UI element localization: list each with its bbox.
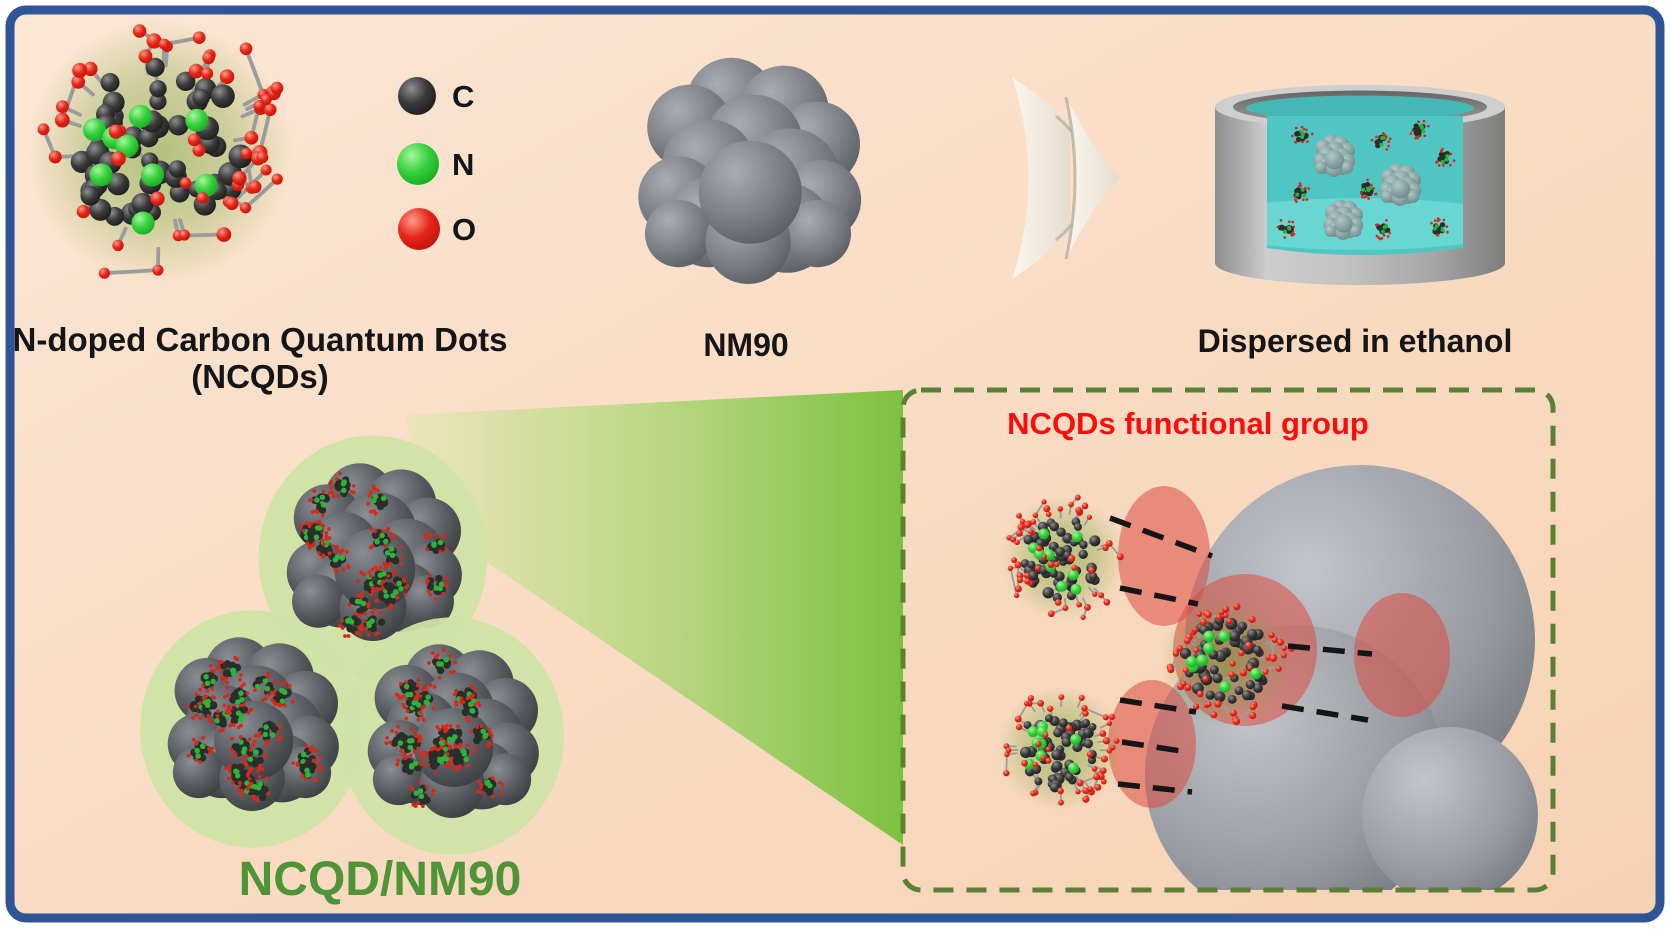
legend-oxygen-label: O (452, 212, 476, 247)
beaker-illustration (1215, 85, 1505, 285)
inset-dashed-border (900, 387, 1556, 893)
legend-carbon-sphere-icon (398, 77, 436, 115)
ncqd-nm90-composites-illustration (140, 435, 564, 855)
zoom-wedge (405, 390, 903, 845)
liquid-surface (1246, 95, 1474, 121)
nm90-cluster-illustration (638, 57, 862, 284)
composite-label: NCQD/NM90 (239, 853, 522, 906)
nm90-label: NM90 (703, 327, 788, 363)
functional-group-ellipse (1354, 593, 1450, 717)
inset-ncqd-molecules (997, 494, 1295, 811)
arrow-icon (1012, 77, 1120, 279)
ncqd-molecule-illustration (28, 20, 292, 284)
legend-nitrogen-sphere-icon (397, 143, 439, 185)
ncqd-label-line2: (NCQDs) (191, 358, 329, 395)
legend-oxygen-sphere-icon (398, 208, 440, 250)
legend: C N O (397, 77, 476, 250)
inset-nm90-sphere-right (1362, 727, 1538, 890)
dispersed-particles (1276, 119, 1456, 241)
inset-title: NCQDs functional group (1007, 406, 1369, 441)
dispersed-label: Dispersed in ethanol (1198, 323, 1513, 359)
functional-group-ellipse (1108, 680, 1196, 808)
inset-panel: NCQDs functional group (900, 387, 1556, 893)
hydrogen-bond-dashes (1109, 515, 1373, 795)
ncqd-label-line1: N-doped Carbon Quantum Dots (13, 321, 508, 358)
legend-nitrogen-label: N (452, 147, 474, 182)
legend-carbon-label: C (452, 79, 474, 114)
